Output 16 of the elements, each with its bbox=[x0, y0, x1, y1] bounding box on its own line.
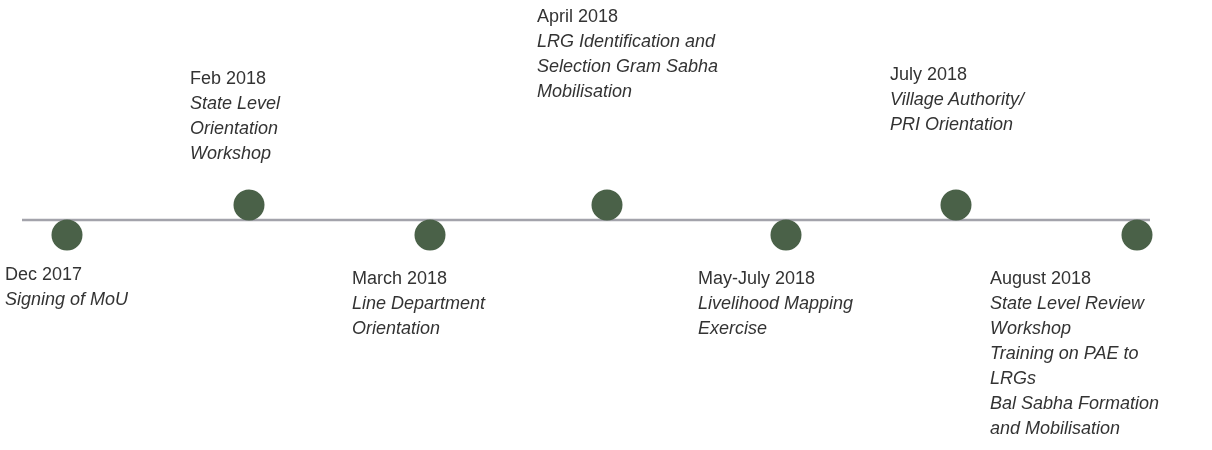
event-label: Village Authority/ PRI Orientation bbox=[890, 88, 1027, 136]
date-label: Feb 2018 bbox=[190, 67, 268, 90]
event-label: LRG Identification and Selection Gram Sabha Mobilisation bbox=[537, 30, 720, 103]
event-label: Bal Sabha Formation and Mobilisation bbox=[990, 392, 1161, 440]
date-label: Dec 2017 bbox=[5, 263, 84, 286]
event-label: State Level Orientation Workshop bbox=[190, 92, 282, 165]
event-label: Signing of MoU bbox=[5, 288, 130, 311]
date-label: July 2018 bbox=[890, 63, 969, 86]
date-label: August 2018 bbox=[990, 267, 1093, 290]
event-label: Livelihood Mapping Exercise bbox=[698, 292, 855, 340]
event-label: State Level Review Workshop bbox=[990, 292, 1146, 340]
date-label: April 2018 bbox=[537, 5, 620, 28]
date-label: March 2018 bbox=[352, 267, 449, 290]
event-label: Line Department Orientation bbox=[352, 292, 487, 340]
date-label: May-July 2018 bbox=[698, 267, 817, 290]
event-label: Training on PAE to LRGs bbox=[990, 342, 1140, 390]
